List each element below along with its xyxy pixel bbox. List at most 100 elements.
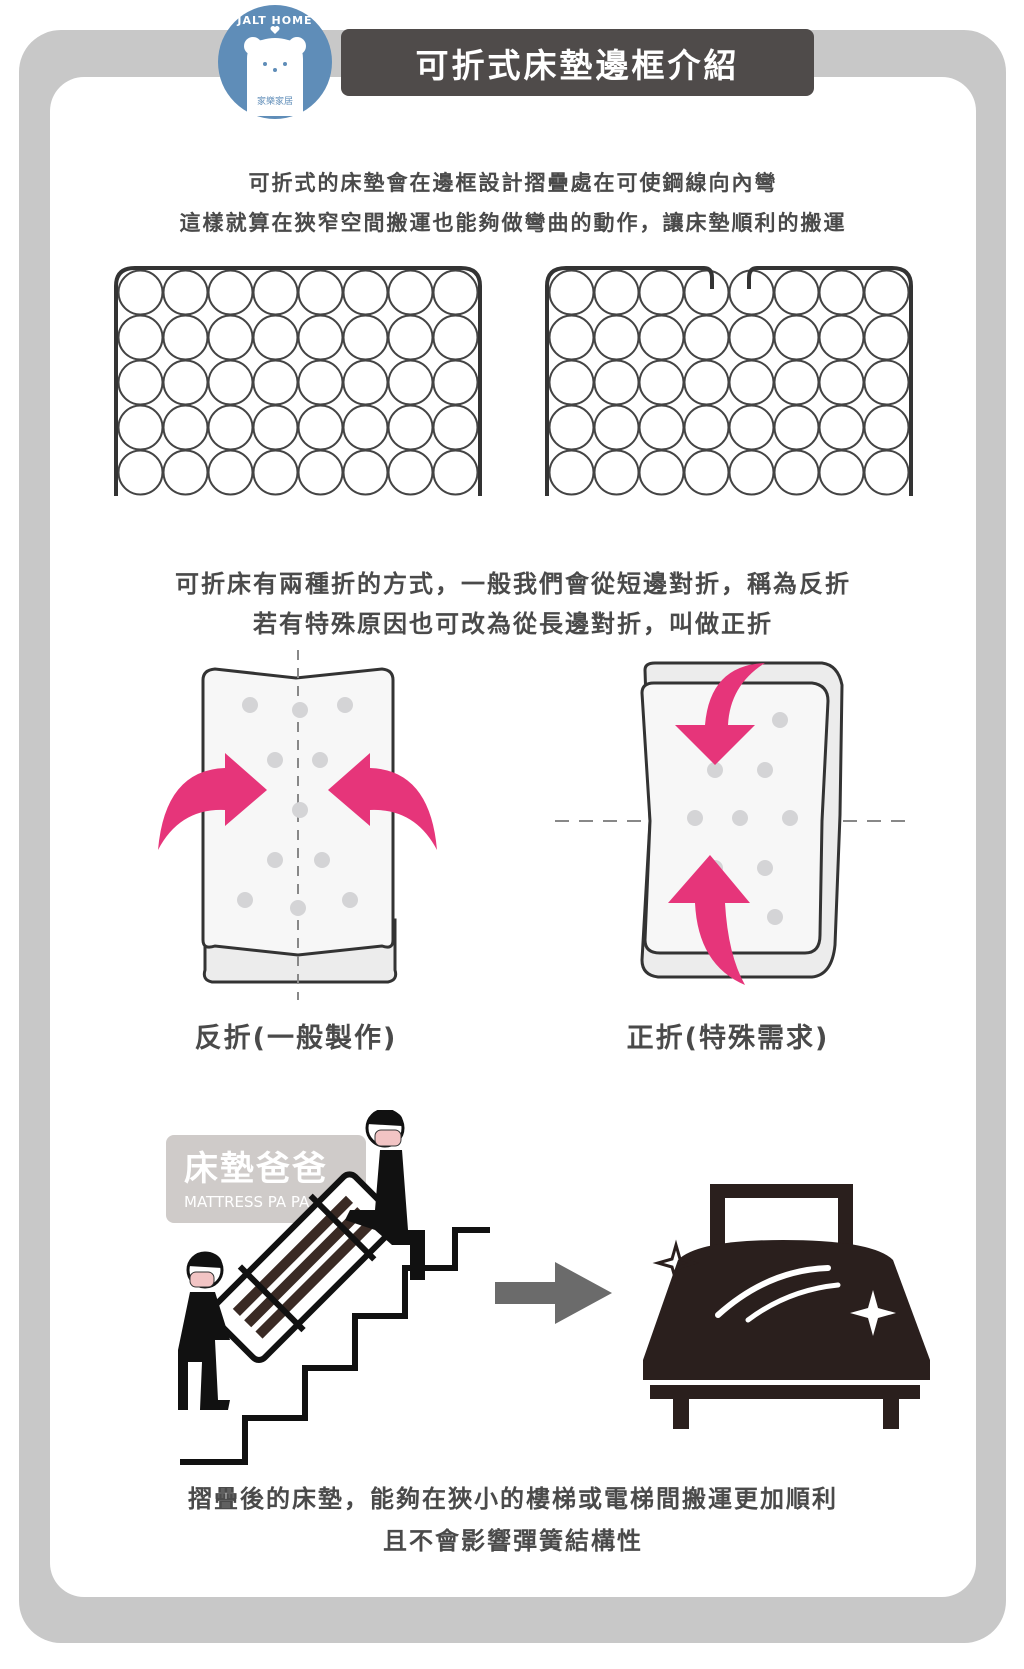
spring-coil <box>683 314 730 361</box>
reverse-fold-label: 反折(一般製作) <box>194 1023 398 1054</box>
border-wire <box>545 266 913 496</box>
spring-coil <box>162 314 209 361</box>
conclusion-line: 且不會影響彈簧結構性 <box>383 1527 643 1555</box>
page-title: 可折式床墊邊框介紹 <box>341 29 814 96</box>
spring-coil <box>432 314 479 361</box>
spring-coil <box>818 269 865 316</box>
fold-line: 可折床有兩種折的方式，一般我們會從短邊對折，稱為反折 <box>175 570 851 598</box>
spring-coil <box>162 269 209 316</box>
spring-coil <box>773 314 820 361</box>
spring-coil <box>342 404 389 451</box>
intro-line: 可折式的床墊會在邊框設計摺疊處在可使鋼線向內彎 <box>248 171 778 195</box>
spring-coil <box>728 269 775 316</box>
spring-coil <box>387 269 434 316</box>
spring-coil <box>342 314 389 361</box>
spring-coil <box>297 449 344 496</box>
intro-text: 可折式的床墊會在邊框設計摺疊處在可使鋼線向內彎 這樣就算在狹窄空間搬運也能夠做彎… <box>50 163 976 243</box>
stairs-carrying-illustration <box>178 1110 490 1465</box>
spring-coil <box>432 449 479 496</box>
spring-coil <box>432 404 479 451</box>
spring-coil <box>548 359 595 406</box>
spring-coil <box>342 269 389 316</box>
spring-coil <box>252 359 299 406</box>
spring-coil <box>252 269 299 316</box>
spring-coil <box>207 359 254 406</box>
spring-coil <box>818 314 865 361</box>
spring-coil <box>252 314 299 361</box>
spring-coil <box>683 269 730 316</box>
spring-coil <box>863 314 910 361</box>
spring-coil <box>638 269 685 316</box>
spring-coil <box>548 449 595 496</box>
spring-coil <box>638 449 685 496</box>
conclusion-line: 摺疊後的床墊，能夠在狹小的樓梯或電梯間搬運更加順利 <box>188 1485 838 1513</box>
spring-coil <box>728 449 775 496</box>
spring-coil <box>297 359 344 406</box>
spring-coil <box>683 359 730 406</box>
spring-coil <box>342 449 389 496</box>
spring-coil <box>638 404 685 451</box>
spring-coil <box>548 314 595 361</box>
spring-coil <box>773 359 820 406</box>
spring-coil <box>863 404 910 451</box>
spring-coil <box>728 404 775 451</box>
spring-coil <box>593 449 640 496</box>
spring-coil <box>593 404 640 451</box>
spring-coil <box>162 359 209 406</box>
spring-grid-standard <box>114 266 482 496</box>
intro-line: 這樣就算在狹窄空間搬運也能夠做彎曲的動作，讓床墊順利的搬運 <box>179 211 847 235</box>
spring-coil <box>387 314 434 361</box>
spring-coil <box>207 269 254 316</box>
spring-coil <box>773 404 820 451</box>
fold-line: 若有特殊原因也可改為從長邊對折，叫做正折 <box>253 610 773 638</box>
spring-coil <box>728 359 775 406</box>
normal-fold-label: 正折(特殊需求) <box>626 1023 830 1054</box>
spring-coil <box>638 314 685 361</box>
spring-grid-foldable <box>545 266 913 496</box>
spring-coil <box>683 404 730 451</box>
normal-fold-illustration <box>555 661 905 985</box>
spring-coil <box>593 269 640 316</box>
spring-coil <box>818 404 865 451</box>
spring-coil <box>342 359 389 406</box>
watermark-zh: 床墊爸爸 <box>184 1149 328 1189</box>
fold-methods-text: 可折床有兩種折的方式，一般我們會從短邊對折，稱為反折 若有特殊原因也可改為從長邊… <box>50 564 976 644</box>
spring-coil <box>387 404 434 451</box>
spring-coil <box>683 449 730 496</box>
spring-coil <box>207 314 254 361</box>
spring-coil <box>863 269 910 316</box>
spring-coil <box>593 314 640 361</box>
spring-coil <box>432 269 479 316</box>
spring-coil <box>117 404 164 451</box>
spring-coil <box>297 314 344 361</box>
spring-coil <box>638 359 685 406</box>
svg-text:JALT HOME: JALT HOME <box>236 14 312 27</box>
spring-coil <box>863 449 910 496</box>
spring-coil <box>773 449 820 496</box>
border-wire <box>114 266 482 496</box>
watermark-en: MATTRESS PA PA <box>184 1193 310 1211</box>
spring-coil <box>297 404 344 451</box>
spring-coil <box>548 269 595 316</box>
spring-coil <box>593 359 640 406</box>
watermark-logo: 床墊爸爸 MATTRESS PA PA <box>166 1135 366 1223</box>
spring-coil <box>773 269 820 316</box>
spring-coil <box>297 269 344 316</box>
spring-coil <box>252 449 299 496</box>
spring-coil <box>432 359 479 406</box>
spring-coil <box>162 449 209 496</box>
spring-coil <box>117 449 164 496</box>
spring-coil <box>252 404 299 451</box>
spring-coil <box>162 404 209 451</box>
spring-coil <box>207 404 254 451</box>
spring-coil <box>117 314 164 361</box>
svg-text:家樂家居: 家樂家居 <box>257 95 293 107</box>
bed-icon <box>643 1184 930 1429</box>
spring-coil <box>548 404 595 451</box>
right-arrow-icon <box>495 1262 612 1324</box>
spring-coil <box>728 314 775 361</box>
conclusion-text: 摺疊後的床墊，能夠在狹小的樓梯或電梯間搬運更加順利 且不會影響彈簧結構性 <box>50 1478 976 1562</box>
spring-coil <box>207 449 254 496</box>
spring-coil <box>117 359 164 406</box>
jalt-home-logo: JALT HOME 家樂家居 <box>218 5 332 119</box>
